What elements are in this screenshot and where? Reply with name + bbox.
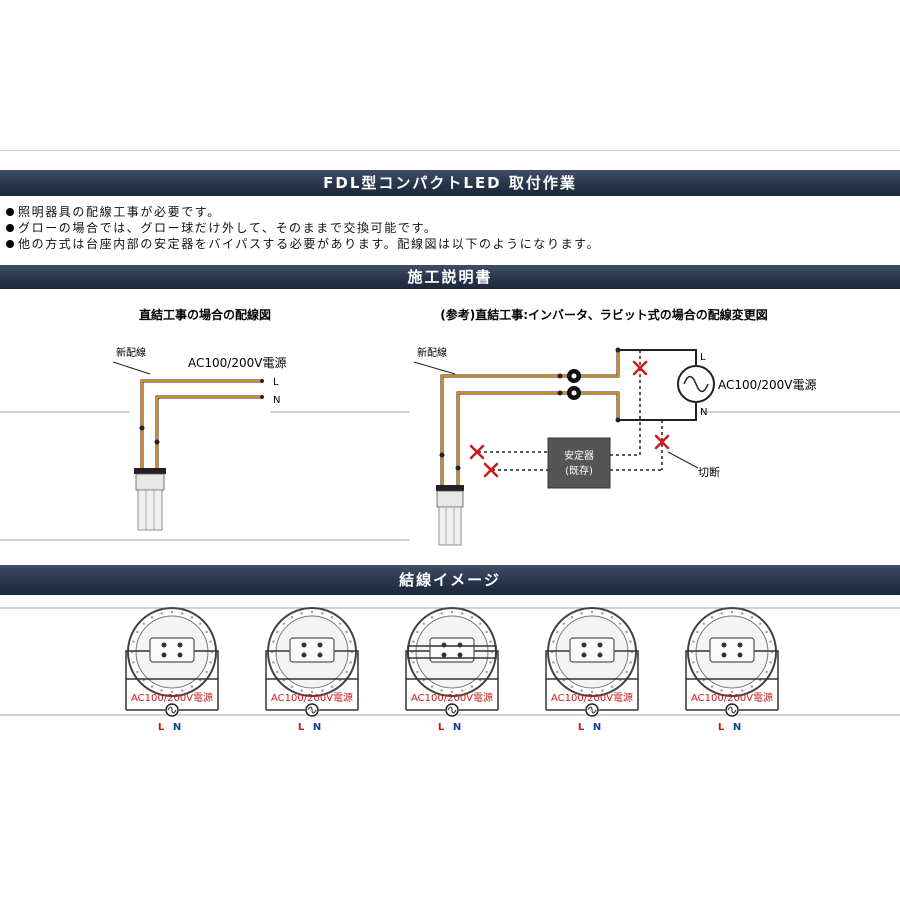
ac-source-icon xyxy=(677,365,715,403)
wiring-terminal-l: L xyxy=(158,722,165,733)
left-led-bulb xyxy=(134,468,166,531)
notes-list: 照明器具の配線工事が必要です。 グローの場合では、グロー球だけ外して、そのままで… xyxy=(6,204,600,252)
wiring-terminal-l: L xyxy=(578,722,585,733)
wiring-power-label: AC100/200V電源 xyxy=(411,691,493,704)
ballast-label: 安定器 xyxy=(564,449,594,462)
wiring-terminal-n: N xyxy=(733,722,741,733)
wiring-terminal-l: L xyxy=(438,722,445,733)
left-wires xyxy=(139,379,264,470)
note-item: グローの場合では、グロー球だけ外して、そのままで交換可能です。 xyxy=(6,220,600,236)
note-item: 他の方式は台座内部の安定器をバイパスする必要があります。配線図は以下のようになり… xyxy=(6,236,600,252)
bullet-icon xyxy=(6,208,14,216)
cut-label: 切断 xyxy=(698,465,720,479)
page-title: FDL型コンパクトLED 取付作業 xyxy=(323,174,577,192)
bullet-icon xyxy=(6,224,14,232)
cut-mark-icon xyxy=(469,444,485,460)
right-leader-line xyxy=(413,361,456,375)
right-power-label: AC100/200V電源 xyxy=(718,378,816,392)
section-title-wiring-image: 結線イメージ xyxy=(399,571,501,589)
wiring-power-label: AC100/200V電源 xyxy=(271,691,353,704)
lamp-socket-icon xyxy=(149,637,195,663)
right-wires xyxy=(439,347,697,487)
wiring-power-label: AC100/200V電源 xyxy=(551,691,633,704)
connector-terminals xyxy=(567,369,581,400)
cut-mark-icon xyxy=(632,360,648,376)
ballast-sublabel: (既存) xyxy=(565,464,593,477)
section-band-instructions: 施工説明書 xyxy=(0,265,900,289)
wiring-terminal-n: N xyxy=(313,722,321,733)
left-terminal-l: L xyxy=(273,377,279,388)
cut-mark-icon xyxy=(483,462,499,478)
left-power-label: AC100/200V電源 xyxy=(188,356,286,370)
right-terminal-n: N xyxy=(700,407,707,418)
wiring-terminal-n: N xyxy=(173,722,181,733)
cut-mark-icon xyxy=(654,434,670,450)
right-led-bulb xyxy=(436,485,464,546)
wiring-power-label: AC100/200V電源 xyxy=(691,691,773,704)
section-title-instructions: 施工説明書 xyxy=(407,268,493,286)
bullet-icon xyxy=(6,240,14,248)
top-divider xyxy=(0,150,900,151)
right-diagram-title: (参考)直結工事:インバータ、ラビット式の場合の配線変更図 xyxy=(440,307,767,322)
ballast-box: 安定器 (既存) xyxy=(547,437,611,489)
wiring-terminal-l: L xyxy=(298,722,305,733)
cut-mark-icons xyxy=(469,360,670,478)
left-diagram-title: 直結工事の場合の配線図 xyxy=(139,307,271,322)
section-band-wiring-image: 結線イメージ xyxy=(0,565,900,595)
note-item: 照明器具の配線工事が必要です。 xyxy=(6,204,600,220)
lamp-socket-icon xyxy=(569,637,615,663)
cut-leader-line xyxy=(667,451,699,469)
wiring-terminal-n: N xyxy=(453,722,461,733)
wiring-terminal-n: N xyxy=(593,722,601,733)
wiring-terminal-l: L xyxy=(718,722,725,733)
left-terminal-n: N xyxy=(273,395,280,406)
lamp-socket-icon xyxy=(289,637,335,663)
right-new-wire-label: 新配線 xyxy=(417,346,447,359)
lamp-socket-icon xyxy=(429,637,475,663)
wiring-power-label: AC100/200V電源 xyxy=(131,691,213,704)
lamp-socket-icon xyxy=(709,637,755,663)
left-leader-line xyxy=(112,361,151,375)
header-band: FDL型コンパクトLED 取付作業 xyxy=(0,170,900,196)
left-new-wire-label: 新配線 xyxy=(116,346,146,359)
right-terminal-l: L xyxy=(700,352,706,363)
